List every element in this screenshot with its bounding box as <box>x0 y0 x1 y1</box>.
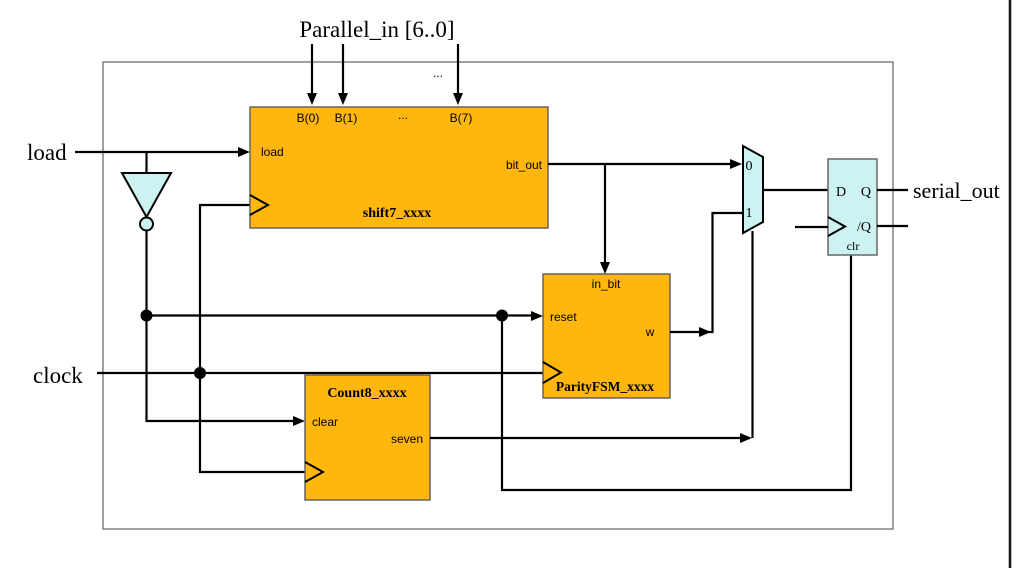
output-wires <box>877 188 908 228</box>
pin-in-bit: in_bit <box>592 277 621 291</box>
d-flip-flop: D Q /Q clr <box>795 158 878 256</box>
clock-input-label: clock <box>33 363 83 388</box>
pin-w: w <box>645 325 655 339</box>
pin-load: load <box>261 145 284 159</box>
inverted-load-wire <box>140 230 853 492</box>
pin-b1: B(1) <box>335 111 358 125</box>
shift7-name: shift7_xxxx <box>363 206 431 221</box>
parallel-in-arrows: ... <box>307 44 463 105</box>
mux-input-0: 0 <box>746 159 753 174</box>
parityfsm-block: in_bit reset w ParityFSM_xxxx <box>542 273 671 399</box>
load-wire <box>75 147 250 173</box>
pin-seven: seven <box>391 432 423 446</box>
parallel-in-label: Parallel_in [6..0] <box>299 17 454 42</box>
pin-clear: clear <box>312 415 338 429</box>
pin-b7: B(7) <box>450 111 473 125</box>
pin-b0: B(0) <box>297 111 320 125</box>
load-input-label: load <box>27 140 67 165</box>
count8-name: Count8_xxxx <box>327 386 406 401</box>
shift7-block: B(0) B(1) ... B(7) load bit_out shift7_x… <box>249 106 549 229</box>
bit-out-wire <box>548 159 742 274</box>
mux: 0 1 <box>742 144 764 235</box>
pin-bit-out: bit_out <box>506 158 543 172</box>
clock-wire <box>97 203 543 474</box>
schematic-frame <box>102 61 894 530</box>
ellipsis-top: ... <box>433 66 443 80</box>
pin-clr: clr <box>847 239 860 253</box>
clock-edge-marker <box>304 461 326 483</box>
ellipsis-inner: ... <box>398 108 408 122</box>
clock-edge-marker <box>827 216 848 237</box>
clock-edge-marker <box>542 361 563 384</box>
pin-d: D <box>836 185 846 200</box>
pin-reset: reset <box>550 310 577 324</box>
mux-input-1: 1 <box>746 206 753 221</box>
clock-edge-marker <box>249 194 271 216</box>
parityfsm-name: ParityFSM_xxxx <box>556 379 654 394</box>
serial-out-label: serial_out <box>913 178 1000 203</box>
not-gate <box>120 172 173 232</box>
pin-q-bar: /Q <box>857 220 871 235</box>
w-wire <box>670 211 743 337</box>
count8-block: Count8_xxxx clear seven <box>304 374 431 501</box>
seven-wire <box>430 231 754 443</box>
pin-q: Q <box>861 185 871 200</box>
